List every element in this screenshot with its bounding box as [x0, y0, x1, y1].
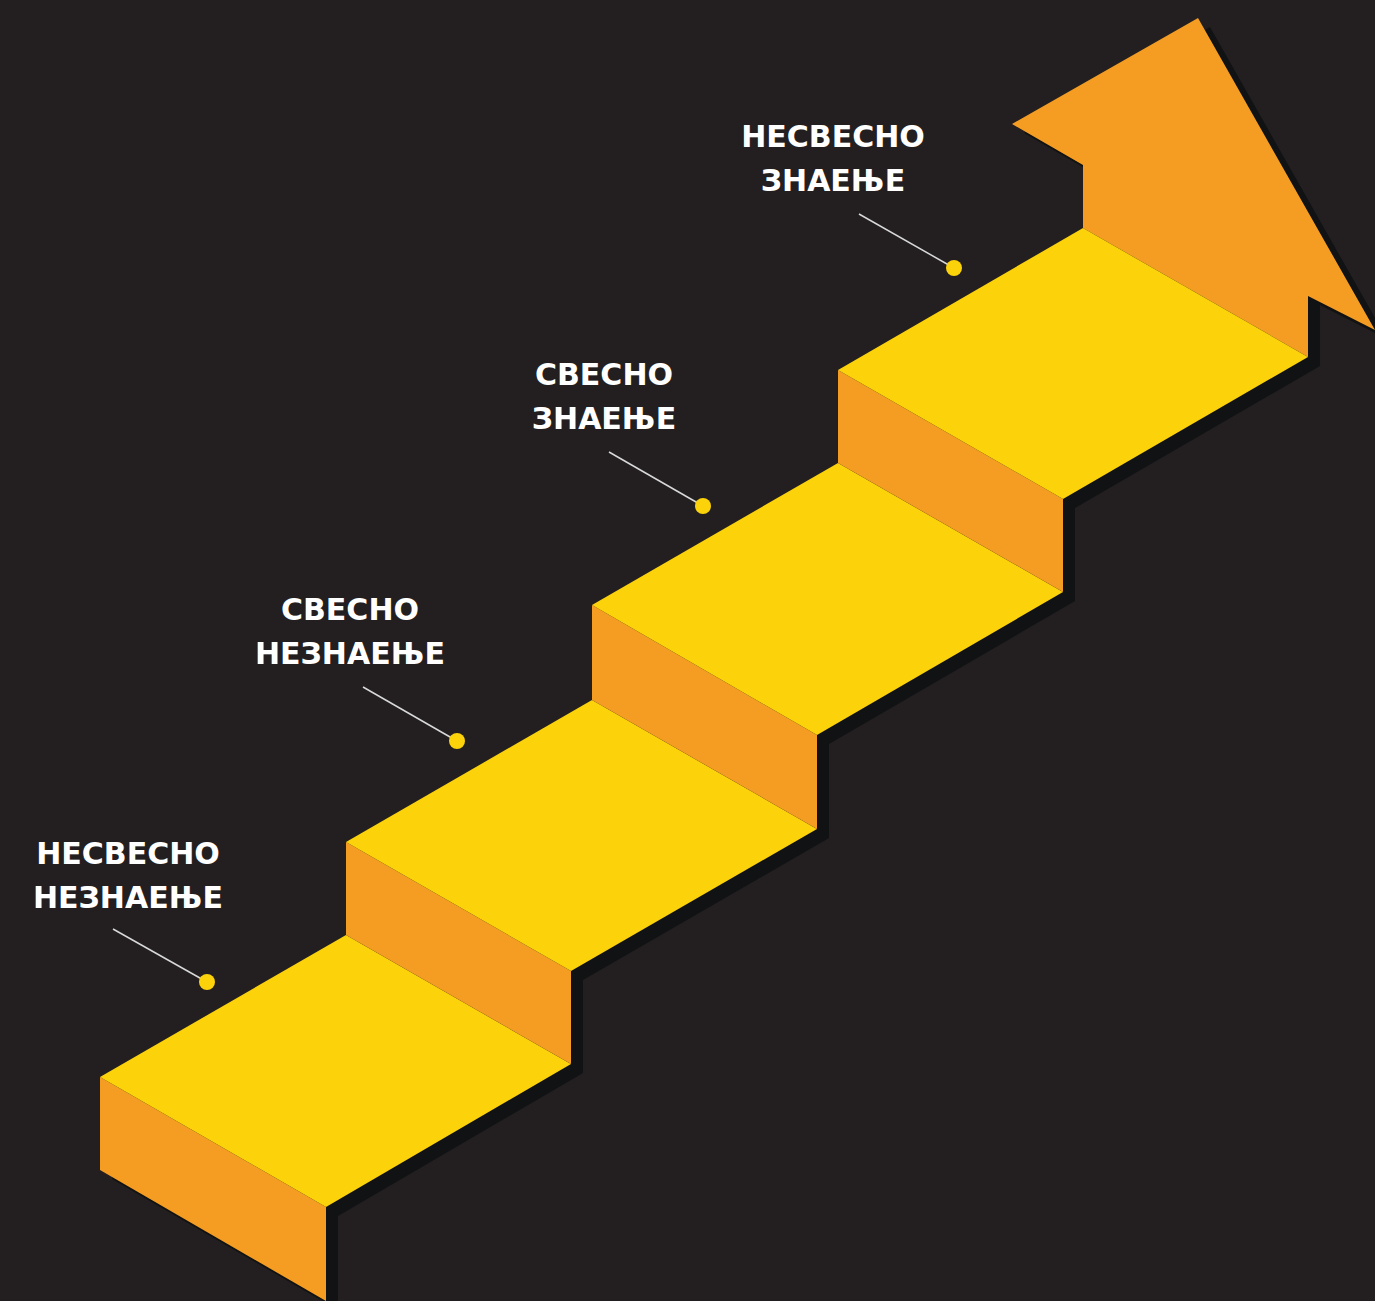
leader-dot	[199, 974, 215, 990]
leader-dot	[946, 260, 962, 276]
stage-label: НЕСВЕСНО НЕЗНАЕЊЕ	[8, 832, 248, 920]
leader-line	[859, 214, 954, 268]
leader-line	[609, 452, 703, 506]
stage-label: СВЕСНО НЕЗНАЕЊЕ	[230, 588, 470, 676]
stage-label: СВЕСНО ЗНАЕЊЕ	[484, 353, 724, 441]
leader-line	[363, 687, 457, 741]
step-top	[838, 228, 1308, 499]
leader-dots	[199, 260, 962, 990]
leader-lines	[113, 214, 954, 982]
leader-dot	[449, 733, 465, 749]
leader-line	[113, 929, 207, 982]
stage-label: НЕСВЕСНО ЗНАЕЊЕ	[713, 115, 953, 203]
leader-dot	[695, 498, 711, 514]
